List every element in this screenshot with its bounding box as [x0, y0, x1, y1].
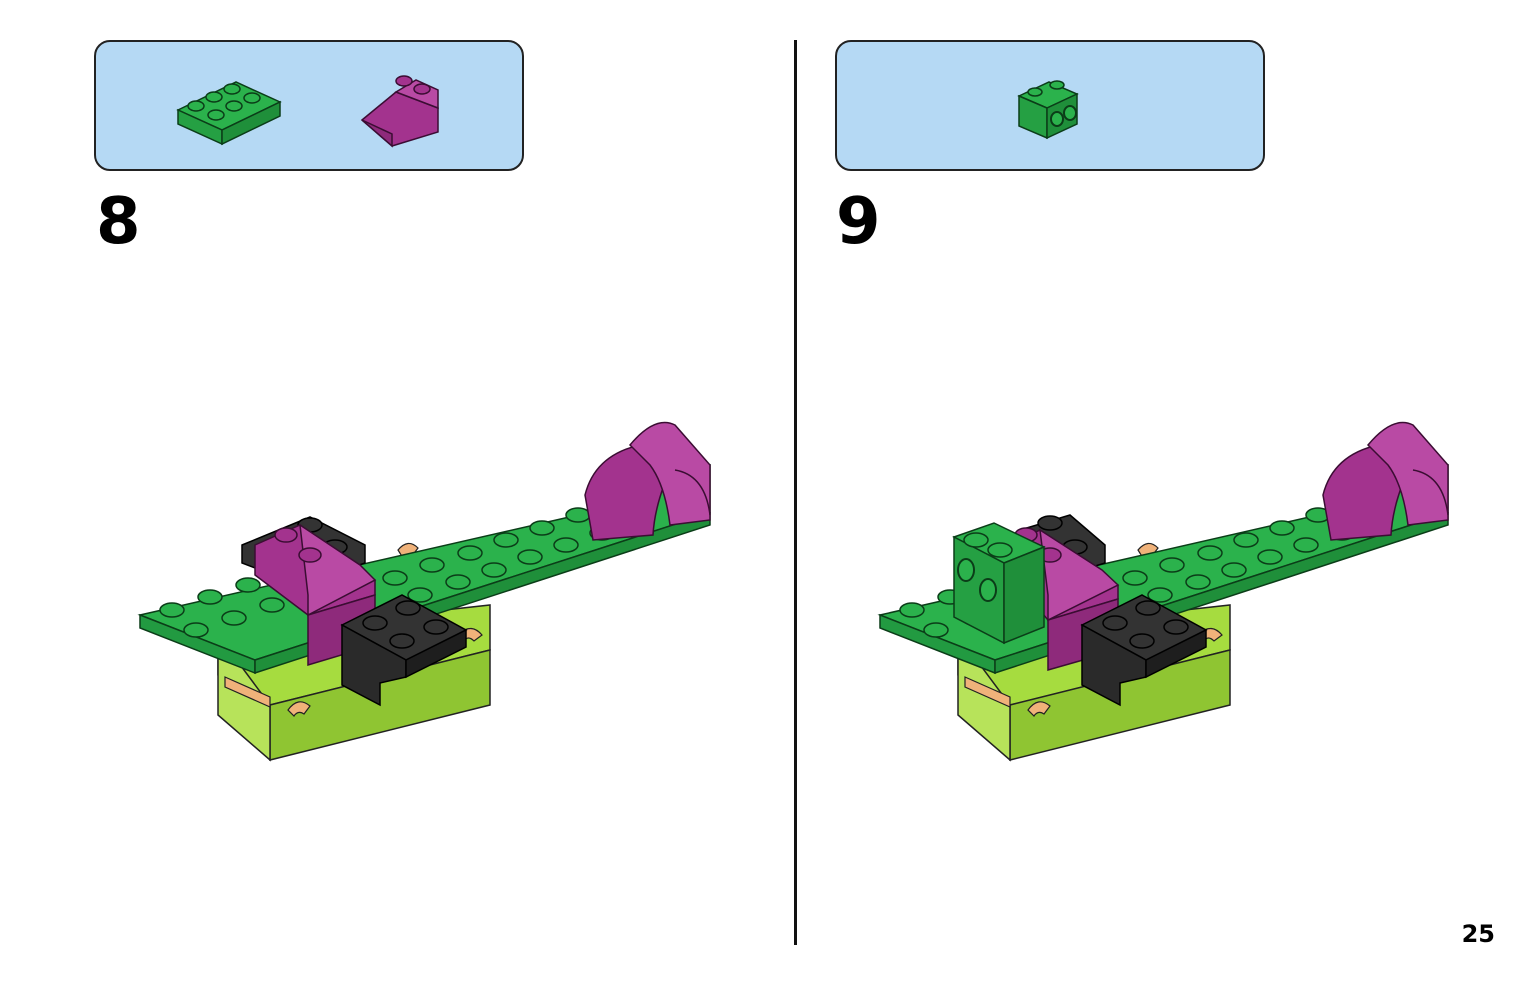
green-plate-part [174, 72, 284, 147]
green-brick-side-studs-part [1013, 72, 1083, 142]
parts-callout-step-8 [94, 40, 524, 171]
assembly-model-step-8 [130, 415, 730, 765]
magenta-slope-part [356, 64, 446, 149]
page-number: 25 [1461, 920, 1495, 948]
page-divider [794, 40, 797, 945]
parts-callout-step-9 [835, 40, 1265, 171]
assembly-model-step-9 [870, 415, 1470, 765]
step-number: 8 [96, 185, 141, 259]
step-number: 9 [836, 185, 881, 259]
